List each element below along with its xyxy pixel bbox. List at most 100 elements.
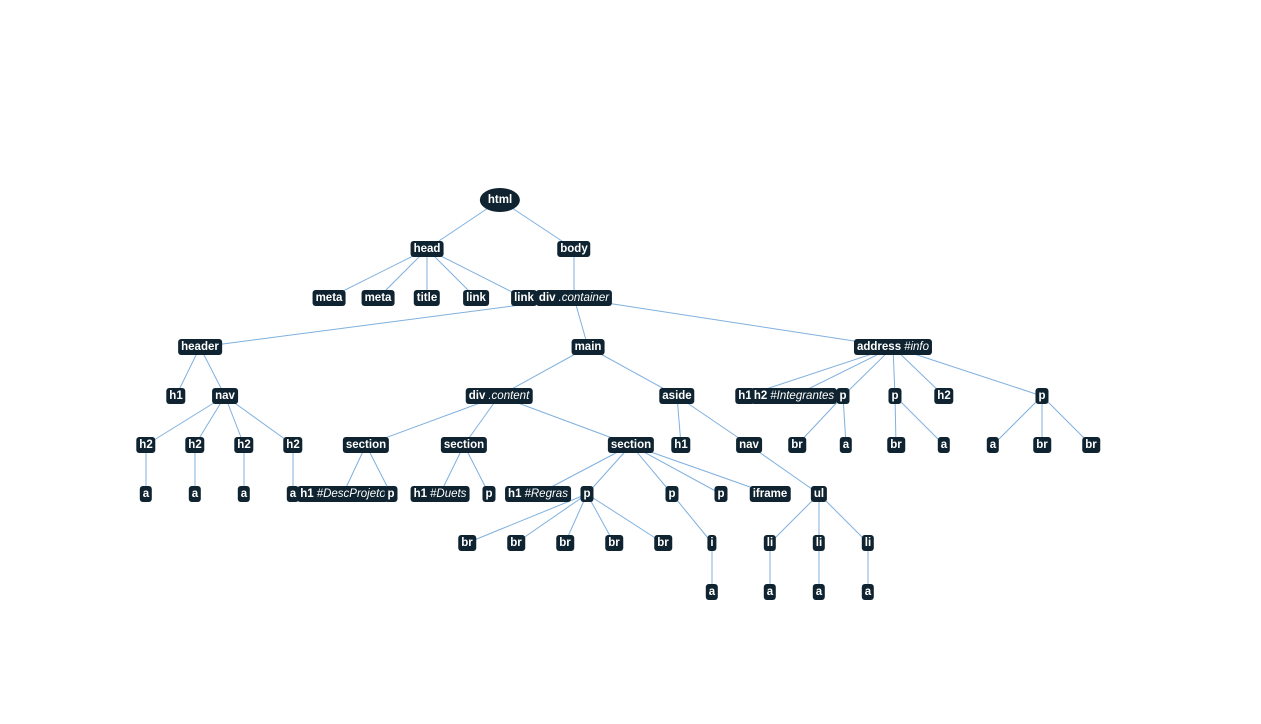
tree-node-addr_p2: p [888, 388, 902, 404]
tree-node-section2: section [440, 437, 488, 453]
node-tag: p [668, 488, 676, 500]
node-tag: p [1038, 390, 1046, 402]
node-suffix: #Regras [524, 488, 568, 500]
edge-address-addr_p2 [892, 346, 896, 397]
tree-node-s3_h1: h1#Regras [505, 486, 571, 502]
edge-divcontainer-header [199, 297, 575, 348]
node-tag: aside [662, 390, 692, 402]
edge-header_nav-nav_h2_2 [194, 395, 226, 446]
tree-node-divcontainer: div.container [535, 290, 613, 306]
tree-node-header_nav: nav [212, 388, 238, 404]
edge-divcontent-section2 [463, 395, 500, 446]
edge-main-aside [587, 346, 678, 397]
node-tag: h1 [508, 488, 522, 500]
tree-node-p1_a: a [839, 437, 853, 453]
tree-node-p3_br2: br [1082, 437, 1100, 453]
tree-node-s3_p1: p [580, 486, 594, 502]
edge-divcontent-section1 [365, 395, 500, 446]
edge-section1-s1_h1 [342, 444, 367, 495]
node-tag: html [487, 194, 513, 206]
node-tag: li [766, 537, 774, 549]
node-tag: link [466, 292, 486, 304]
node-tag: br [657, 537, 669, 549]
tree-node-html: html [479, 188, 521, 212]
tree-node-nav_h2_2: h2 [185, 437, 205, 453]
tree-node-addr_p3: p [1035, 388, 1049, 404]
node-tag: li [815, 537, 823, 549]
tree-node-li1_a: a [763, 584, 777, 600]
node-suffix: #info [904, 341, 930, 353]
edge-divcontent-section3 [498, 395, 632, 446]
node-tag: head [413, 243, 441, 255]
edge-header-header_nav [199, 346, 226, 397]
node-tag: body [560, 243, 588, 255]
tree-node-nav_a_2: a [188, 486, 202, 502]
tree-node-ul: ul [810, 486, 828, 502]
node-tag: p [583, 488, 591, 500]
node-tag: h1 [413, 488, 427, 500]
edge-header-header_h1 [175, 346, 201, 397]
edge-aside_nav-ul [748, 444, 820, 495]
tree-node-p3_br1: br [1033, 437, 1051, 453]
edge-s3_p1-br3 [564, 493, 588, 544]
tree-node-addr_h1: h1 [735, 388, 755, 404]
edge-head-meta1 [328, 248, 428, 299]
node-tag: br [890, 439, 902, 451]
tree-node-link1: link [463, 290, 489, 306]
node-tag: br [461, 537, 473, 549]
node-tag: main [574, 341, 602, 353]
node-tag: section [443, 439, 485, 451]
edge-aside-aside_nav [676, 395, 750, 446]
node-tag: a [708, 586, 716, 598]
node-tag: address [856, 341, 902, 353]
node-tag: section [345, 439, 387, 451]
tree-node-header: header [178, 339, 222, 355]
node-tag: p [717, 488, 725, 500]
tree-node-nav_a_3: a [237, 486, 251, 502]
node-tag: a [815, 586, 823, 598]
edge-address-addr_h1 [744, 346, 894, 397]
tree-node-li3: li [861, 535, 875, 551]
tree-node-s3_p3: p [714, 486, 728, 502]
node-tag: nav [739, 439, 759, 451]
edge-section3-s3_p1 [586, 444, 632, 495]
node-tag: div [538, 292, 556, 304]
edge-s3_p1-br4 [586, 493, 615, 544]
tree-node-br4: br [605, 535, 623, 551]
node-suffix: #DescProjeto [316, 488, 386, 500]
node-suffix: #Integrantes [770, 390, 835, 402]
node-tag: meta [364, 292, 392, 304]
node-tag: a [940, 439, 948, 451]
node-tag: title [416, 292, 438, 304]
edge-addr_p2-p2_br [894, 395, 897, 446]
node-tag: h2 [937, 390, 951, 402]
node-tag: nav [215, 390, 235, 402]
tree-node-s2_p: p [482, 486, 496, 502]
tree-node-s1_h1: h1#DescProjeto [297, 486, 389, 502]
edge-divcontainer-address [573, 297, 894, 348]
node-suffix: .container [558, 292, 610, 304]
tree-node-section1: section [342, 437, 390, 453]
edge-section3-s3_iframe [630, 444, 771, 495]
node-tag: section [610, 439, 652, 451]
node-tag: ul [813, 488, 825, 500]
edge-address-addr_p1 [842, 346, 894, 397]
tree-node-meta2: meta [361, 290, 395, 306]
tree-node-title: title [413, 290, 441, 306]
edge-main-divcontent [498, 346, 589, 397]
node-tag: h1 [169, 390, 183, 402]
node-tag: h2 [753, 390, 768, 402]
node-tag: a [989, 439, 997, 451]
tree-node-nav_h2_4: h2 [283, 437, 303, 453]
tree-node-divcontent: div.content [465, 388, 533, 404]
edge-head-link2 [426, 248, 525, 299]
edge-section1-s1_p [365, 444, 392, 495]
node-suffix: #Duets [429, 488, 467, 500]
node-tag: p [839, 390, 847, 402]
edge-section3-s3_p3 [630, 444, 722, 495]
node-tag: p [891, 390, 899, 402]
node-tag: link [514, 292, 534, 304]
node-tag: li [864, 537, 872, 549]
tree-node-addr_p1: p [836, 388, 850, 404]
